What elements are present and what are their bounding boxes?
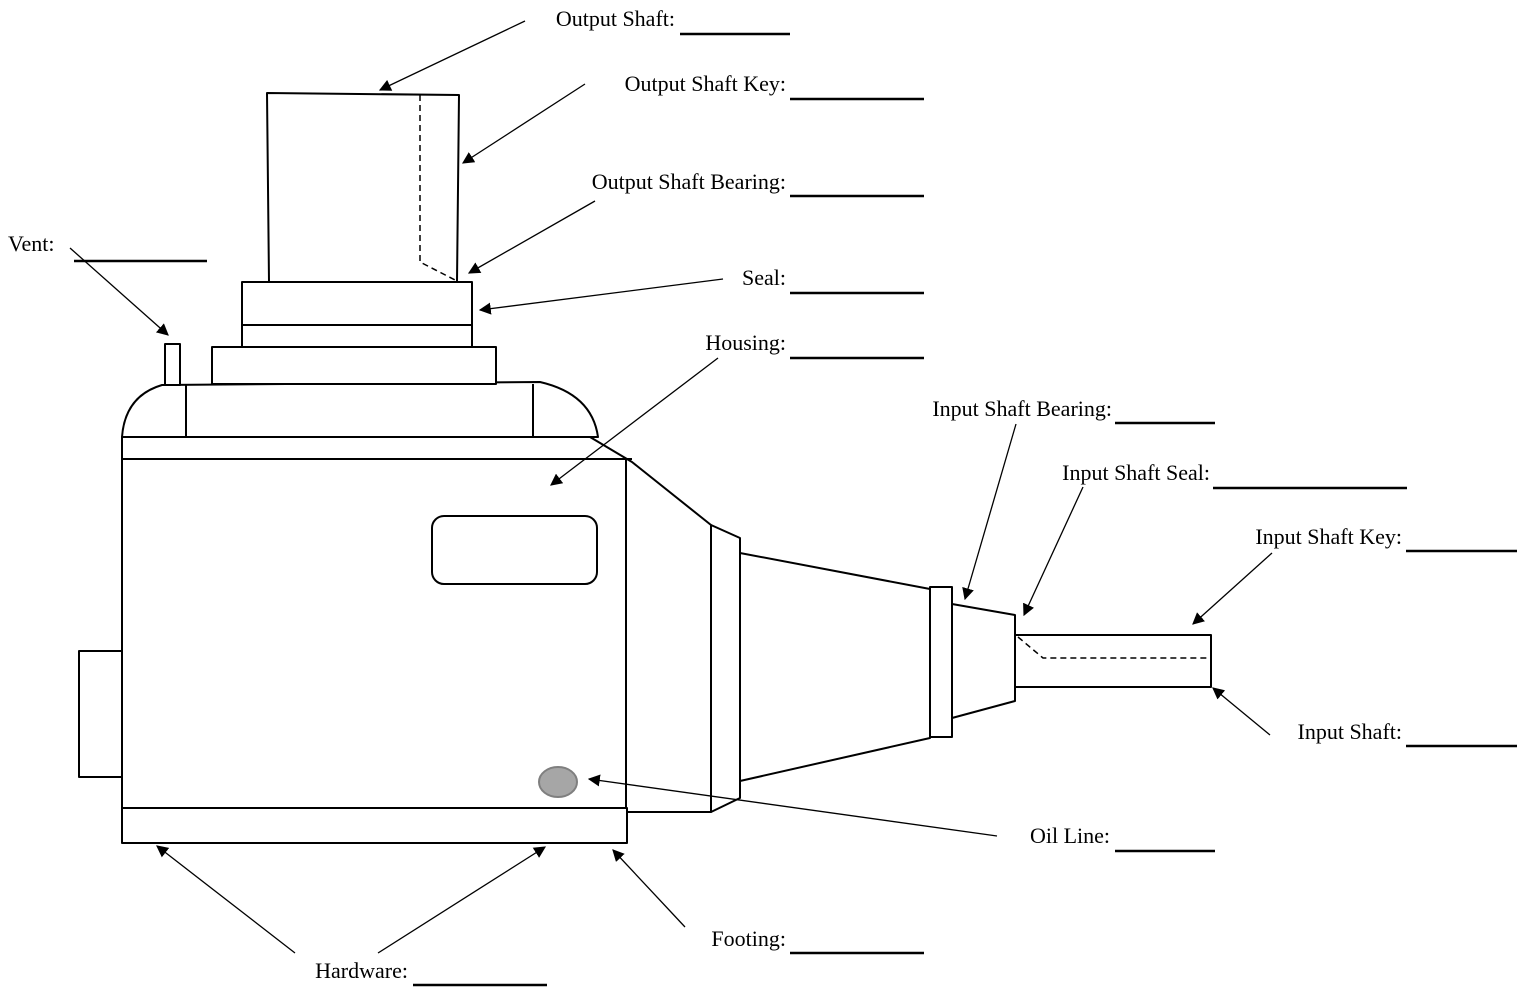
output-shaft-keyway [419, 95, 456, 281]
label-output-shaft-bearing: Output Shaft Bearing: [592, 169, 786, 194]
oil-line-plug [538, 766, 578, 798]
label-footing: Footing: [711, 926, 786, 951]
input-shaft [1014, 634, 1212, 688]
housing-body [121, 458, 627, 810]
labels: Output Shaft: Output Shaft Key: Output S… [8, 6, 1517, 987]
leader-output-shaft-key [461, 83, 586, 164]
leader-input-shaft-seal [1023, 486, 1084, 617]
label-output-shaft-key: Output Shaft Key: [625, 71, 786, 96]
rear-cover-plate [78, 650, 123, 778]
leader-oil-line [587, 774, 998, 837]
label-input-shaft: Input Shaft: [1298, 719, 1403, 744]
vent-pipe [164, 343, 181, 386]
input-bearing-ring [929, 586, 953, 738]
label-hardware: Hardware: [315, 958, 408, 983]
bearing-cap [211, 346, 497, 385]
input-flange [710, 524, 741, 813]
top-cover [121, 381, 599, 438]
leader-vent [69, 247, 169, 336]
input-seal-cone [951, 603, 1016, 719]
leader-input-shaft [1212, 687, 1271, 736]
leader-seal [478, 278, 724, 315]
leader-output-shaft [378, 20, 526, 91]
leader-input-shaft-bearing [962, 423, 1017, 601]
label-seal: Seal: [742, 265, 786, 290]
foot-plate [121, 807, 628, 844]
label-vent: Vent: [8, 231, 54, 256]
label-input-shaft-seal: Input Shaft Seal: [1062, 460, 1210, 485]
leader-footing [612, 849, 686, 928]
input-cone [739, 552, 931, 782]
gearbox-drawing [78, 92, 1212, 844]
leader-hardware-left [156, 845, 296, 954]
nameplate-window [431, 515, 598, 585]
leader-input-shaft-key [1192, 552, 1273, 625]
leader-housing [550, 357, 719, 486]
leader-lines [69, 20, 1273, 954]
input-shaft-keyway [1017, 636, 1207, 659]
leader-output-shaft-bearing [467, 200, 596, 274]
label-output-shaft: Output Shaft: [556, 6, 675, 31]
label-housing: Housing: [705, 330, 786, 355]
label-input-shaft-bearing: Input Shaft Bearing: [932, 396, 1112, 421]
leader-hardware-right [377, 846, 547, 954]
label-input-shaft-key: Input Shaft Key: [1255, 524, 1402, 549]
seal-ring [241, 281, 473, 348]
label-oil-line: Oil Line: [1030, 823, 1110, 848]
output-shaft [266, 92, 460, 283]
